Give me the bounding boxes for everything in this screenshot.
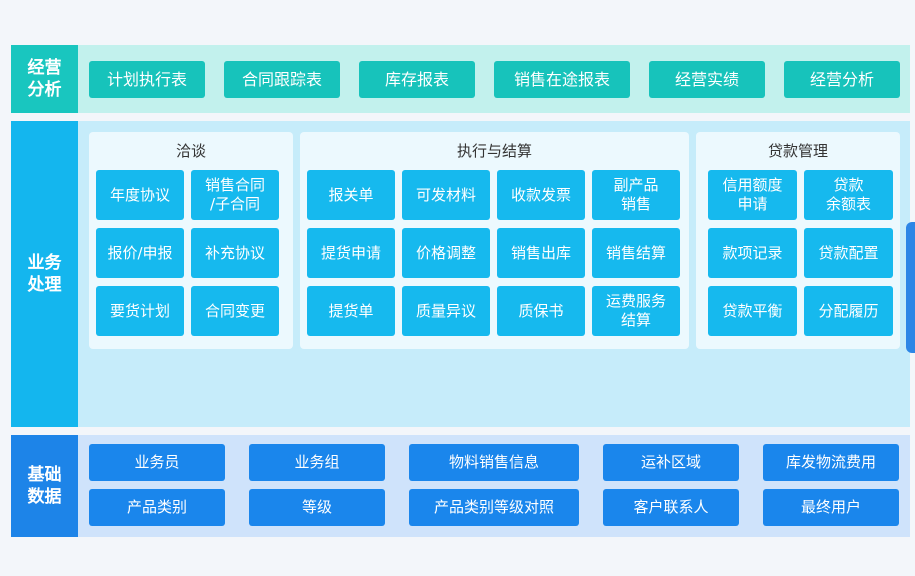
section-label-business: 业务 处理 bbox=[11, 121, 78, 427]
negotiation-title: 洽谈 bbox=[175, 142, 206, 160]
pickup-request-button[interactable]: 提货申请 bbox=[307, 228, 395, 278]
material-sales-info-button[interactable]: 物料销售信息 bbox=[409, 444, 579, 481]
quotation-button[interactable]: 报价/申报 bbox=[96, 228, 184, 278]
salesperson-button[interactable]: 业务员 bbox=[89, 444, 225, 481]
grade-button[interactable]: 等级 bbox=[249, 489, 385, 526]
logistics-cost-button[interactable]: 库发物流费用 bbox=[763, 444, 899, 481]
loan-management-title: 贷款管理 bbox=[767, 142, 828, 160]
quality-objection-button[interactable]: 质量异议 bbox=[402, 286, 490, 336]
supplementary-agreement-button[interactable]: 补充协议 bbox=[191, 228, 279, 278]
loan-balance-table-button[interactable]: 贷款 余额表 bbox=[804, 170, 893, 220]
contract-change-button[interactable]: 合同变更 bbox=[191, 286, 279, 336]
customer-contact-button[interactable]: 客户联系人 bbox=[603, 489, 739, 526]
pickup-order-button[interactable]: 提货单 bbox=[307, 286, 395, 336]
by-product-sales-button[interactable]: 副产品 销售 bbox=[592, 170, 680, 220]
section-label-basedata: 基础 数据 bbox=[11, 435, 78, 537]
annual-agreement-button[interactable]: 年度协议 bbox=[96, 170, 184, 220]
loan-config-button[interactable]: 贷款配置 bbox=[804, 228, 893, 278]
operating-analysis-button[interactable]: 经营分析 bbox=[784, 61, 900, 98]
product-category-button[interactable]: 产品类别 bbox=[89, 489, 225, 526]
available-materials-button[interactable]: 可发材料 bbox=[402, 170, 490, 220]
inventory-report-button[interactable]: 库存报表 bbox=[359, 61, 475, 98]
demand-plan-button[interactable]: 要货计划 bbox=[96, 286, 184, 336]
contract-tracking-report-button[interactable]: 合同跟踪表 bbox=[224, 61, 340, 98]
credit-limit-application-button[interactable]: 信用额度 申请 bbox=[708, 170, 797, 220]
execution-settlement-title: 执行与结算 bbox=[456, 142, 532, 160]
side-panel-handle[interactable] bbox=[906, 222, 915, 353]
allocation-history-button[interactable]: 分配履历 bbox=[804, 286, 893, 336]
operating-results-button[interactable]: 经营实绩 bbox=[649, 61, 765, 98]
quality-certificate-button[interactable]: 质保书 bbox=[497, 286, 585, 336]
customs-declaration-button[interactable]: 报关单 bbox=[307, 170, 395, 220]
sales-settlement-button[interactable]: 销售结算 bbox=[592, 228, 680, 278]
sales-outbound-button[interactable]: 销售出库 bbox=[497, 228, 585, 278]
payment-record-button[interactable]: 款项记录 bbox=[708, 228, 797, 278]
price-adjustment-button[interactable]: 价格调整 bbox=[402, 228, 490, 278]
end-user-button[interactable]: 最终用户 bbox=[763, 489, 899, 526]
business-group-button[interactable]: 业务组 bbox=[249, 444, 385, 481]
freight-region-button[interactable]: 运补区域 bbox=[603, 444, 739, 481]
loan-balance-button[interactable]: 贷款平衡 bbox=[708, 286, 797, 336]
section-label-operations: 经营 分析 bbox=[11, 45, 78, 113]
receipt-invoice-button[interactable]: 收款发票 bbox=[497, 170, 585, 220]
plan-execution-report-button[interactable]: 计划执行表 bbox=[89, 61, 205, 98]
sales-contract-button[interactable]: 销售合同 /子合同 bbox=[191, 170, 279, 220]
freight-service-settlement-button[interactable]: 运费服务 结算 bbox=[592, 286, 680, 336]
category-grade-mapping-button[interactable]: 产品类别等级对照 bbox=[409, 489, 579, 526]
sales-in-transit-report-button[interactable]: 销售在途报表 bbox=[494, 61, 630, 98]
